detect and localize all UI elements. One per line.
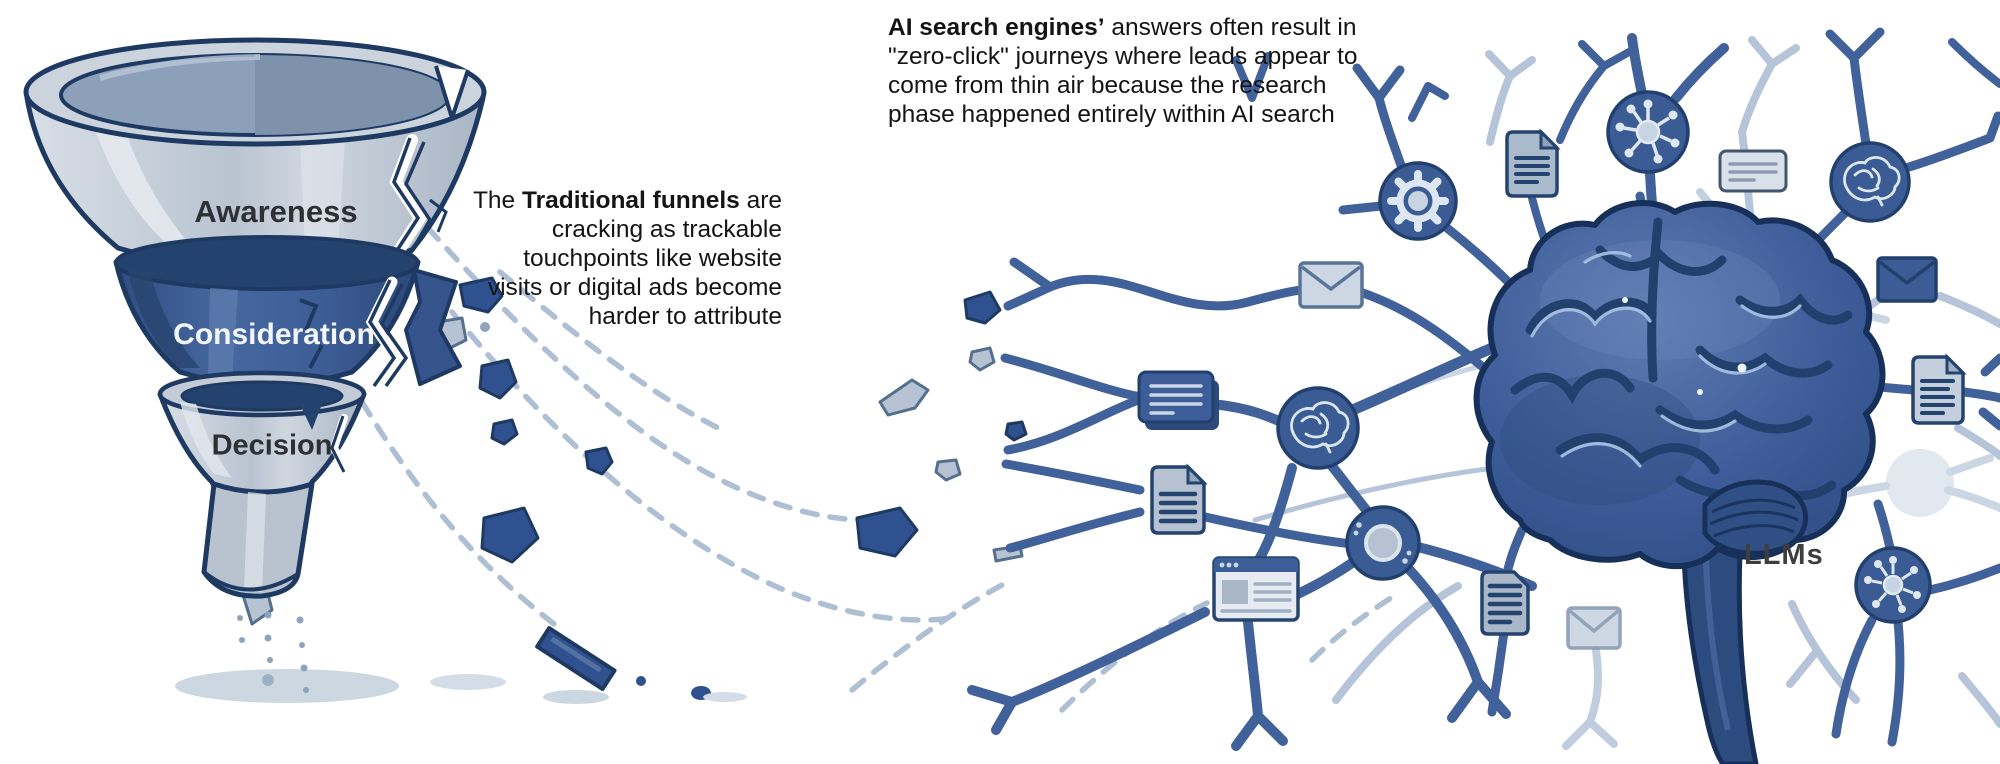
ai-search-annotation-rest: answers often result in "zero-click" jou…: [888, 14, 1358, 128]
funnel-annotation-rest: are cracking as trackable touchpoints li…: [487, 187, 782, 330]
funnel-annotation-lead: The: [472, 187, 522, 214]
traditional-funnel: [23, 37, 487, 599]
envelope-icon: [1566, 606, 1622, 650]
network-hub-icon: [1854, 546, 1932, 624]
brain-gyri: [1510, 217, 1853, 500]
network-hub-icon: [1606, 90, 1690, 174]
funnel-stage-awareness: Awareness: [194, 194, 358, 229]
donut-node-icon: [1345, 505, 1421, 581]
funnel-annotation-bold: Traditional funnels: [521, 187, 740, 214]
funnel-tier-decision: [157, 370, 367, 599]
faded-node-icon: [1886, 449, 1954, 517]
envelope-icon: [1298, 261, 1364, 309]
brain-stem: [1681, 515, 1759, 764]
funnel-tier-awareness: [23, 37, 487, 273]
funnel-annotation: The Traditional funnels are cracking as …: [470, 186, 782, 331]
funnel-stage-decision: Decision: [211, 429, 333, 462]
chat-bubble-icon: [1718, 149, 1788, 193]
funnel-fragments: [175, 276, 1028, 704]
document-icon: [1480, 570, 1530, 636]
browser-window-icon: [1212, 556, 1300, 622]
llm-brain: [1473, 200, 1886, 764]
chat-bubble-icon: [1137, 370, 1219, 430]
brain-node-icon: [1829, 141, 1911, 223]
gear-icon: [1378, 161, 1458, 241]
envelope-icon: [1876, 256, 1938, 303]
ai-search-annotation: AI search engines’ answers often result …: [888, 13, 1393, 129]
brain-cerebellum: [1702, 479, 1809, 556]
brain-highlights: [1530, 251, 1802, 468]
document-icon: [1505, 128, 1561, 198]
brain-node-icon: [1276, 386, 1360, 470]
llms-label: LLMs: [1744, 539, 1824, 571]
ai-search-annotation-bold: AI search engines’: [888, 14, 1105, 41]
document-icon: [1150, 463, 1208, 535]
document-icon: [1911, 353, 1967, 425]
funnel-drips: [237, 611, 309, 693]
funnel-tier-consideration: [113, 235, 462, 390]
funnel-stage-consideration: Consideration: [173, 318, 375, 351]
